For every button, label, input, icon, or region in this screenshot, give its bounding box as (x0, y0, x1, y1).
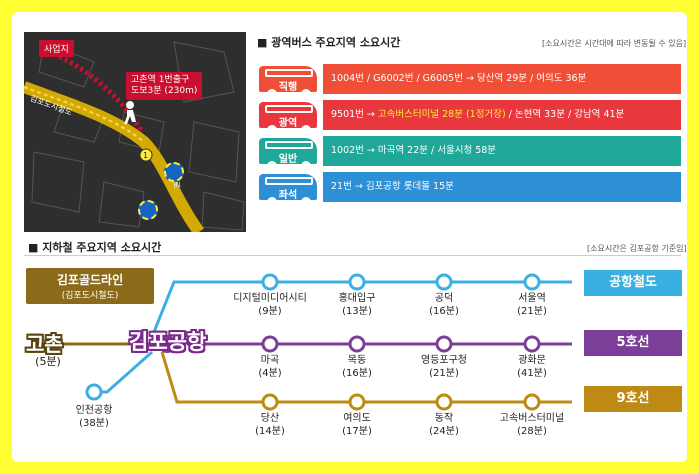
station-marker (435, 393, 453, 411)
station-time: (13분) (342, 306, 372, 317)
station-marker (523, 393, 541, 411)
bus-section-title: ■ 광역버스 주요지역 소요시간 (257, 36, 401, 49)
station-time: (21분) (517, 306, 547, 317)
station-label: 영등포구청 (21분) (421, 354, 467, 380)
station-label: 서울역 (21분) (517, 292, 547, 318)
bus-icon: 좌석 (257, 172, 319, 203)
incheon-airport-name: 인천공항 (75, 405, 113, 416)
map-graphic: 1 (24, 32, 246, 232)
station-marker (523, 273, 541, 291)
station-name: 영등포구청 (421, 355, 467, 366)
bus-icon: 직행 (257, 64, 319, 95)
location-map: 1 사업지 고촌역 1번출구 도보3분 (230m) 김포도시철도 고촌로 (24, 32, 246, 232)
station-name: 광화문 (518, 355, 546, 366)
bus-row-metro: 광역 9501번 → 고속버스터미널 28분 (1정거장) / 논현역 33분 … (257, 100, 681, 131)
business-site-label: 사업지 (39, 40, 74, 57)
station-marker (435, 273, 453, 291)
station-label: 고속버스터미널 (28분) (500, 412, 564, 438)
station-time: (4분) (258, 368, 282, 379)
callout-line-2: 도보3분 (230m) (131, 86, 198, 96)
station-name: 디지털미디어시티 (233, 293, 307, 304)
station-label: 여의도 (17분) (342, 412, 372, 438)
line5-badge: 5호선 (584, 330, 682, 356)
station-walk-callout: 고촌역 1번출구 도보3분 (230m) (126, 72, 203, 100)
bus-type-label: 좌석 (278, 190, 298, 201)
station-time: (28분) (517, 426, 547, 437)
bus-row-general: 일반 1002번 → 마곡역 22분 / 서울시청 58분 (257, 136, 681, 167)
bus-route-text: 9501번 → 고속버스터미널 28분 (1정거장) / 논현역 33분 / 강… (323, 100, 681, 130)
callout-line-1: 고촌역 1번출구 (131, 75, 190, 85)
incheon-branch-track (94, 350, 153, 394)
incheon-airport-time: (38분) (79, 418, 109, 429)
station-label: 동작 (24분) (429, 412, 459, 438)
gold-line-title: 김포골드라인 (56, 273, 124, 287)
divider (24, 255, 681, 256)
station-marker-incheon (85, 383, 103, 401)
station-label: 홍대입구 (13분) (339, 292, 376, 318)
bus-icon: 일반 (257, 136, 319, 167)
station-label: 디지털미디어시티 (9분) (233, 292, 307, 318)
gimpo-airport-hub-marker (158, 335, 176, 353)
station-label: 목동 (16분) (342, 354, 372, 380)
station-label: 광화문 (41분) (517, 354, 547, 380)
bus-row-express: 직행 1004번 / G6002번 / G6005번 → 당산역 29분 / 여… (257, 64, 681, 95)
station-name: 공덕 (434, 293, 454, 304)
station-label: 마곡 (4분) (258, 354, 281, 380)
station-number: 1 (143, 151, 148, 160)
station-marker (523, 335, 541, 353)
incheon-airport-label: 인천공항 (38분) (76, 404, 113, 430)
bus-icon: 광역 (257, 100, 319, 131)
airport-railroad-badge: 공항철도 (584, 270, 682, 296)
subway-section-note: [소요시간은 김포공항 기준임] (587, 244, 687, 253)
station-name: 여의도 (343, 413, 371, 424)
gold-line-label-box: 김포골드라인 (김포도시철도) (26, 268, 154, 304)
station-time: (41분) (517, 368, 547, 379)
station-name: 목동 (347, 355, 367, 366)
station-time: (24분) (429, 426, 459, 437)
gimpo-airport-station-name: 김포공항 (129, 330, 207, 354)
station-time: (14분) (255, 426, 285, 437)
station-marker (261, 335, 279, 353)
station-name: 동작 (434, 413, 454, 424)
line9-badge: 9호선 (584, 386, 682, 412)
station-time: (9분) (258, 306, 282, 317)
station-name: 마곡 (260, 355, 280, 366)
station-time: (16분) (429, 306, 459, 317)
bus-route-text: 21번 → 김포공항 롯데몰 15분 (323, 172, 681, 202)
bus-section-note: [소요시간은 시간대에 따라 변동될 수 있음] (542, 39, 687, 48)
station-marker (261, 393, 279, 411)
bus-type-label: 일반 (278, 154, 298, 165)
station-name: 홍대입구 (338, 293, 376, 304)
subway-section-title: ■ 지하철 주요지역 소요시간 (28, 241, 162, 254)
station-marker (348, 393, 366, 411)
bus-route-text: 1004번 / G6002번 / G6005번 → 당산역 29분 / 여의도 … (323, 64, 681, 94)
subway-diagram (52, 273, 572, 411)
station-label: 공덕 (16분) (429, 292, 459, 318)
content-panel: 1 사업지 고촌역 1번출구 도보3분 (230m) 김포도시철도 고촌로 ■ … (12, 12, 687, 462)
bus-stop-icon (164, 162, 184, 182)
station-name: 고속버스터미널 (499, 413, 565, 424)
bus-route-text: 1002번 → 마곡역 22분 / 서울시청 58분 (323, 136, 681, 166)
station-marker (261, 273, 279, 291)
station-time: (17분) (342, 426, 372, 437)
station-time: (21분) (429, 368, 459, 379)
station-marker (435, 335, 453, 353)
bus-type-label: 광역 (278, 118, 298, 129)
station-marker (348, 273, 366, 291)
station-name: 당산 (260, 413, 280, 424)
bus-row-seat: 좌석 21번 → 김포공항 롯데몰 15분 (257, 172, 681, 203)
gochon-station-time: (5분) (35, 355, 61, 368)
station-name: 서울역 (518, 293, 546, 304)
gold-line-subtitle: (김포도시철도) (61, 291, 119, 301)
station-marker (348, 335, 366, 353)
station-time: (16분) (342, 368, 372, 379)
station-label: 당산 (14분) (255, 412, 285, 438)
bus-stop-icon (138, 200, 158, 220)
gochon-station-name: 고촌 (26, 332, 63, 356)
bus-type-label: 직행 (278, 82, 298, 93)
